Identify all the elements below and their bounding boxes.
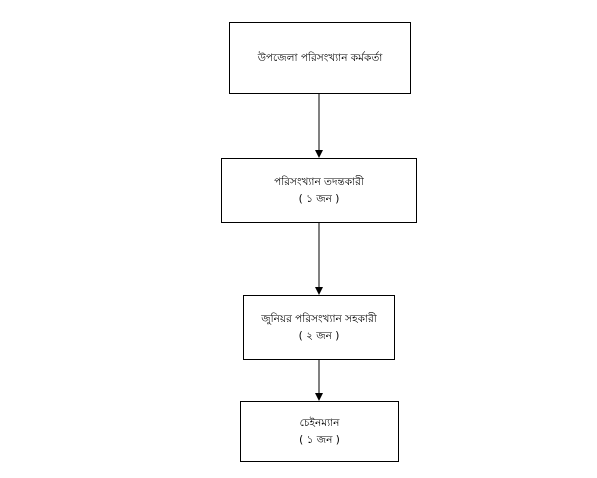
- node-count: ( ১ জন ): [298, 192, 340, 205]
- node-title: পরিসংখ্যান তদন্তকারী: [274, 175, 364, 188]
- node-title: চেইনম্যান: [299, 416, 340, 429]
- node-upazila-statistics-officer: উপজেলা পরিসংখ্যান কর্মকর্তা: [229, 22, 411, 94]
- node-title: জুনিয়র পরিসংখ্যান সহকারী: [261, 312, 377, 325]
- node-junior-statistics-assistant: জুনিয়র পরিসংখ্যান সহকারী ( ২ জন ): [243, 295, 395, 360]
- node-statistics-investigator: পরিসংখ্যান তদন্তকারী ( ১ জন ): [221, 158, 417, 223]
- node-count: ( ১ জন ): [299, 433, 340, 446]
- node-count: ( ২ জন ): [298, 329, 340, 342]
- node-title: উপজেলা পরিসংখ্যান কর্মকর্তা: [257, 51, 383, 64]
- node-chainman: চেইনম্যান ( ১ জন ): [240, 401, 399, 462]
